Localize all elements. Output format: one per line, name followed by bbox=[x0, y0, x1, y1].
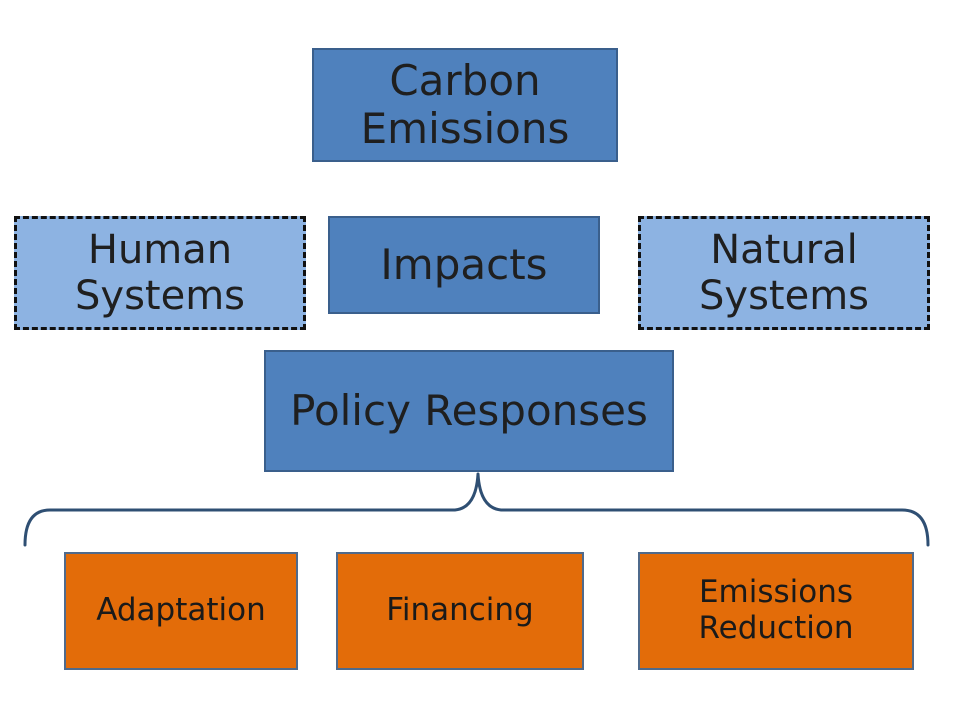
impacts-label: Impacts bbox=[380, 239, 548, 289]
natural-systems-box: Natural Systems bbox=[638, 216, 930, 330]
human-systems-box: Human Systems bbox=[14, 216, 306, 330]
emissions-reduction-label: Emissions Reduction bbox=[698, 574, 854, 646]
adaptation-box: Adaptation bbox=[64, 552, 298, 670]
carbon-emissions-box: Carbon Emissions bbox=[312, 48, 618, 162]
financing-box: Financing bbox=[336, 552, 584, 670]
human-systems-label: Human Systems bbox=[75, 227, 245, 319]
carbon-emissions-label: Carbon Emissions bbox=[360, 55, 570, 153]
natural-systems-label: Natural Systems bbox=[699, 227, 869, 319]
financing-label: Financing bbox=[386, 592, 534, 629]
impacts-box: Impacts bbox=[328, 216, 600, 314]
adaptation-label: Adaptation bbox=[96, 592, 266, 629]
policy-responses-label: Policy Responses bbox=[290, 385, 648, 435]
policy-responses-box: Policy Responses bbox=[264, 350, 674, 472]
emissions-reduction-box: Emissions Reduction bbox=[638, 552, 914, 670]
bracket-path bbox=[23, 472, 930, 547]
